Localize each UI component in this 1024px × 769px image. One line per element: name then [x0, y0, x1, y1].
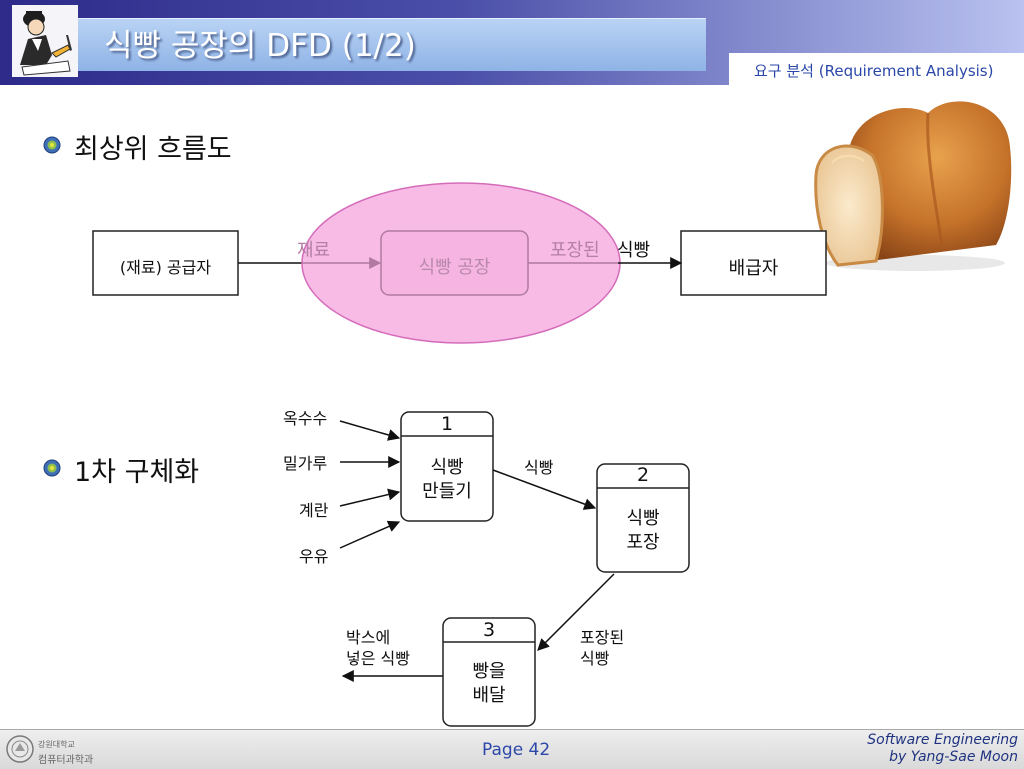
page-number: Page 42	[482, 740, 551, 760]
flow-bread-label: 식빵	[617, 240, 651, 261]
process-1-name-line1: 식빵	[430, 457, 464, 478]
bullet-level1-refinement: 1차 구체화	[74, 457, 200, 488]
flow-bread-1-to-2-arrow	[492, 469, 597, 510]
footer-bar	[0, 729, 1024, 769]
course-credit: Software Engineering	[867, 732, 1018, 748]
subtitle-box	[729, 53, 1024, 85]
university-logo	[6, 735, 34, 763]
flow-2-3-label-line1: 포장된	[580, 628, 625, 647]
process-3-name-line2: 배달	[472, 685, 506, 706]
presenter-icon	[12, 5, 78, 77]
flow-packaged-2-to-3-arrow	[537, 573, 615, 651]
process-1-box	[400, 411, 494, 522]
output-label-line1: 박스에	[346, 628, 391, 647]
process-2-id: 2	[636, 464, 650, 486]
slide-title: 식빵 공장의 DFD (1/2)	[104, 28, 416, 64]
flow-egg-arrow	[339, 488, 401, 507]
process-3-box	[442, 617, 536, 727]
title-box	[78, 18, 706, 71]
flow-packaged-label: 포장된	[550, 240, 600, 261]
process-1-id: 1	[440, 413, 454, 435]
flow-1-2-label: 식빵	[524, 458, 554, 477]
distributor-label: 배급자	[728, 258, 779, 279]
process-2-name-line1: 식빵	[626, 508, 660, 529]
university-name: 강원대학교	[38, 740, 75, 749]
flow-2-3-label-line2: 식빵	[580, 649, 610, 668]
process-3-id: 3	[482, 619, 496, 641]
author-credit: by Yang-Sae Moon	[889, 749, 1018, 765]
supplier-label: (재료) 공급자	[119, 258, 212, 277]
bullet-top-level-flow: 최상위 흐름도	[74, 134, 232, 165]
slide-subtitle: 요구 분석 (Requirement Analysis)	[754, 62, 994, 80]
flow-materials-label: 재료	[297, 240, 331, 261]
process-2-name-line2: 포장	[626, 532, 660, 553]
input-corn-label: 옥수수	[283, 409, 328, 428]
flow-milk-arrow	[339, 520, 401, 549]
process-1-name-line2: 만들기	[422, 481, 472, 502]
input-flour-label: 밀가루	[283, 454, 328, 473]
input-egg-label: 계란	[299, 501, 329, 520]
process-2-box	[596, 463, 690, 573]
flow-corn-arrow	[339, 420, 401, 441]
output-label-line2: 넣은 식빵	[346, 649, 410, 668]
bread-image	[814, 101, 1012, 271]
bullet-icon	[43, 459, 61, 477]
bullet-icon	[43, 136, 61, 154]
factory-label: 식빵 공장	[418, 257, 491, 278]
process-3-name-line1: 빵을	[472, 661, 506, 682]
input-milk-label: 우유	[299, 547, 329, 566]
department-name: 컴퓨터과학과	[38, 755, 94, 766]
